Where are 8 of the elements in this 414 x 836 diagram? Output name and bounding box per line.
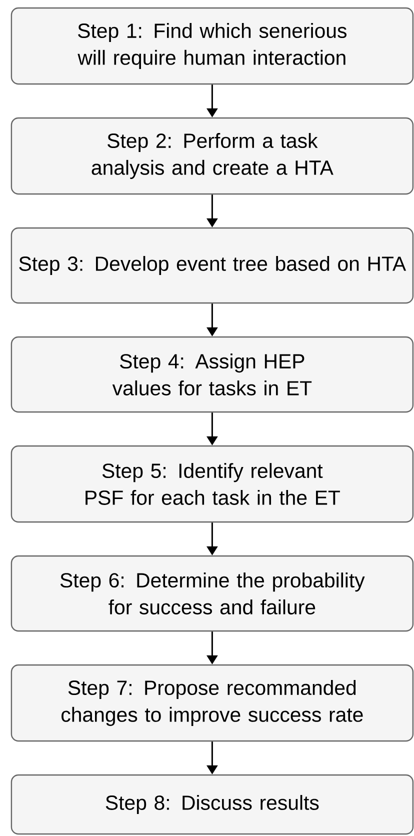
process-box: Step 5: Identify relevant PSF for each task in the ET [10,445,414,523]
process-box: Step 7: Propose recommanded changes to improve success rate [10,664,414,742]
process-box: Step 4: Assign HEP values for tasks in ET [10,336,414,413]
process-box: Step 6: Determine the probability for success and failure [10,555,414,632]
process-box: Step 1: Find which senerious will require human interaction [10,7,414,85]
process-box: Step 2: Perform a task analysis and create a HTA [10,117,414,195]
process-box: Step 3: Develop event tree based on HTA [10,227,414,304]
process-box: Step 8: Discuss results [10,774,414,835]
